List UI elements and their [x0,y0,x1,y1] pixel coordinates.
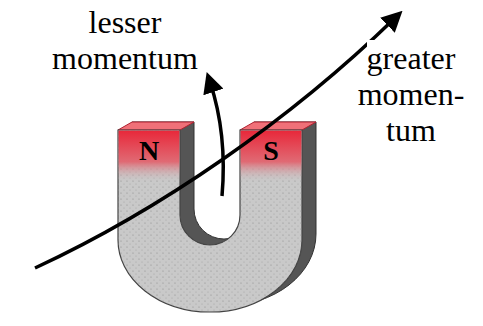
pole-label: S [263,135,279,166]
south-pole-top [240,122,316,130]
momentum-label: greater momen- tum [358,40,465,148]
momentum-label: lesser momentum [52,4,198,76]
momentum-label-box: greater momen- tum [350,40,472,148]
pole-label-box: S [240,136,302,166]
lesser-momentum-arrow [210,82,223,196]
north-pole-top [118,122,194,130]
pole-label: N [139,135,159,166]
north-pole-tip [119,131,180,183]
pole-label-box: N [118,136,180,166]
magnet-front [118,130,302,312]
momentum-label-box: lesser momentum [30,4,220,76]
magnet-texture [118,130,302,312]
